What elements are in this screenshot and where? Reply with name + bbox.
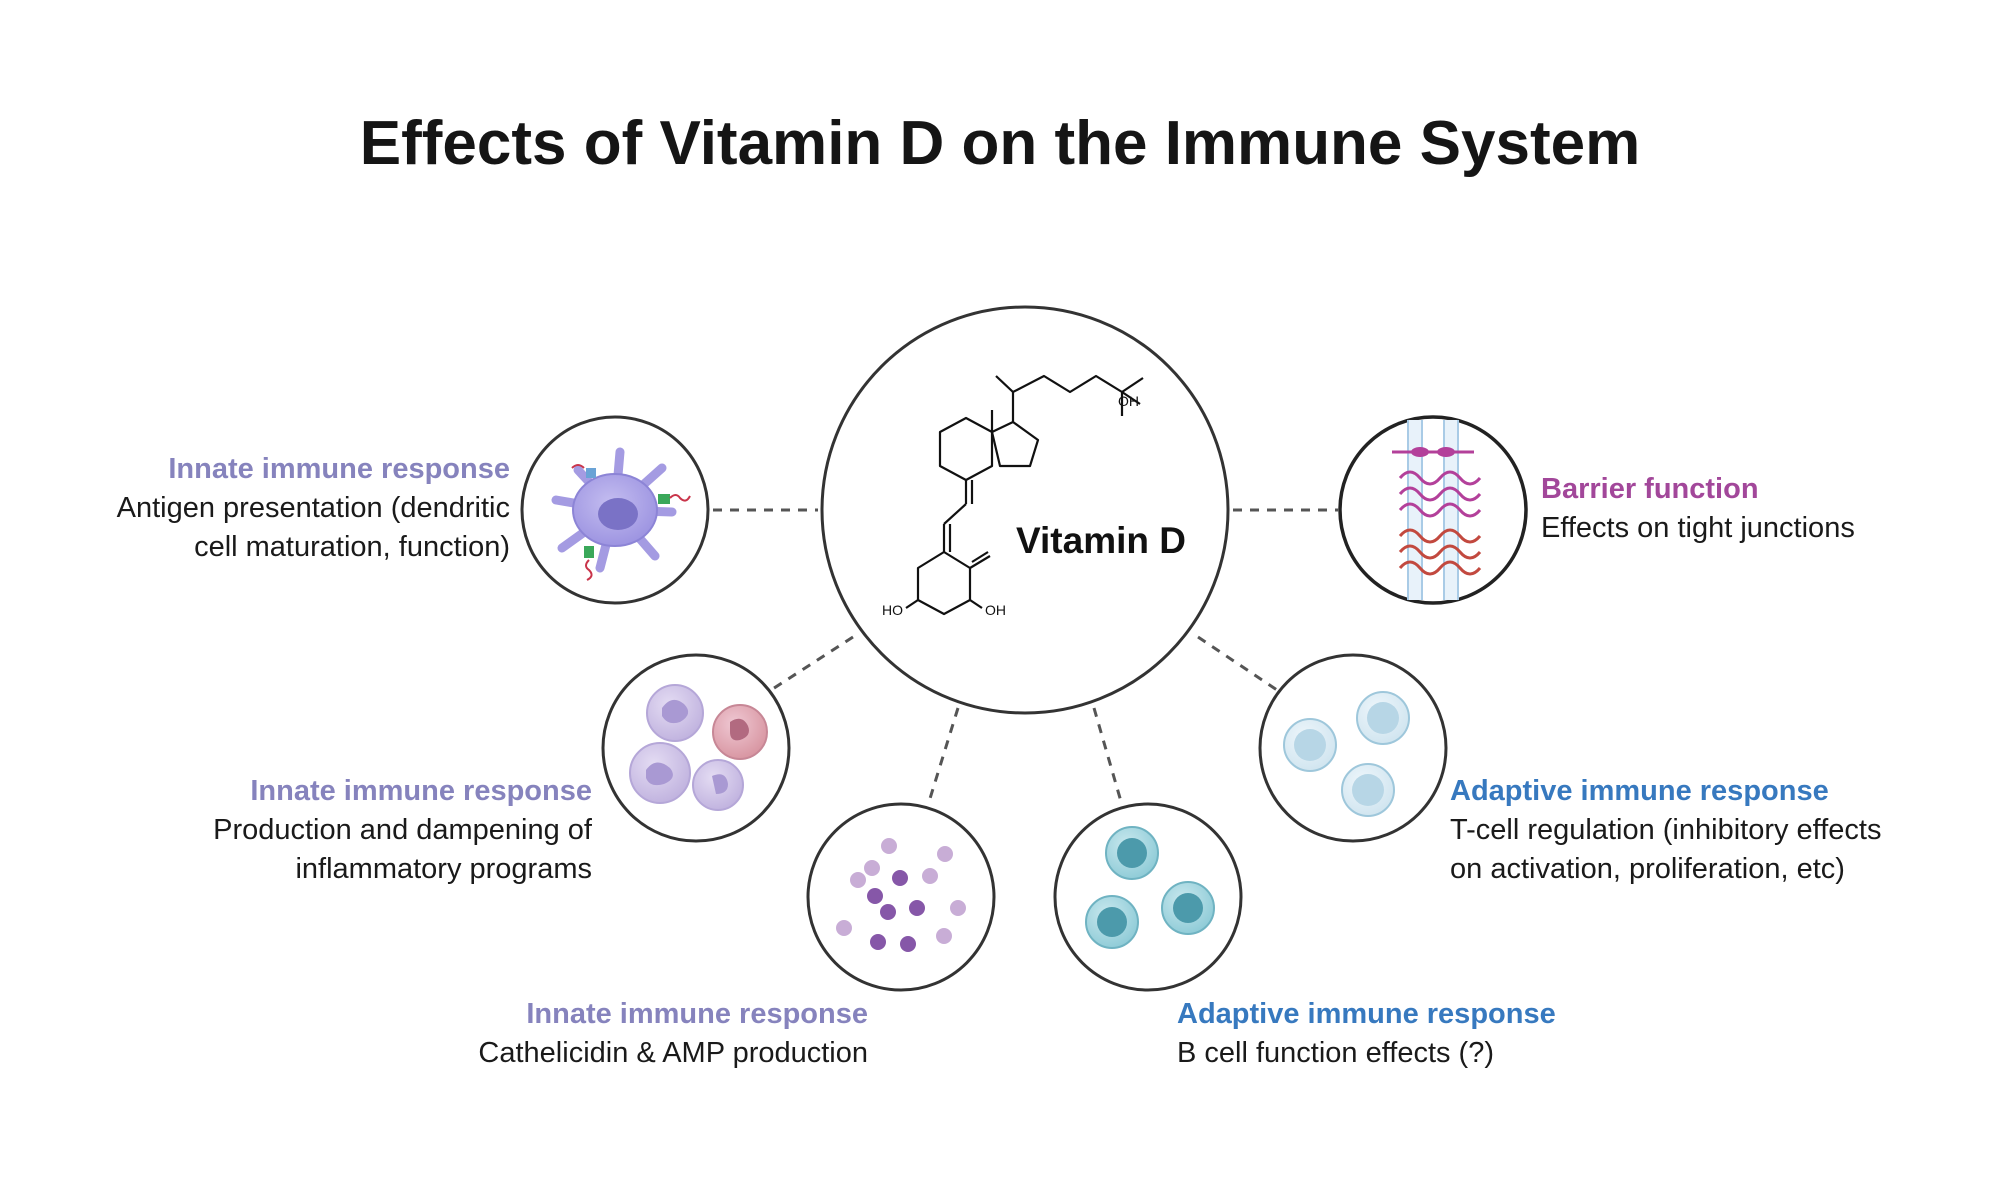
label-tcell: Adaptive immune response T-cell regulati… (1450, 772, 1881, 889)
vitamin-d-structure-icon (905, 374, 1144, 616)
ho-left-label: HO (882, 602, 903, 618)
label-tcell-heading: Adaptive immune response (1450, 775, 1829, 807)
label-barrier: Barrier function Effects on tight juncti… (1541, 470, 1855, 548)
connector-bcell (1092, 707, 1124, 806)
connector-tcell (1197, 635, 1281, 694)
oh-top-label: OH (1118, 393, 1139, 409)
connector-inflammatory (767, 635, 854, 694)
label-inflammatory: Innate immune response Production and da… (213, 772, 592, 889)
vitamin-d-circle (820, 305, 1230, 715)
label-bcell-description: B cell function effects (?) (1177, 1037, 1495, 1069)
label-tcell-description: T-cell regulation (inhibitory effects on… (1450, 814, 1882, 885)
label-cathelicidin-description: Cathelicidin & AMP production (478, 1037, 868, 1069)
label-inflammatory-heading: Innate immune response (250, 775, 592, 807)
label-antigen-description: Antigen presentation (dendritic cell mat… (116, 492, 510, 563)
connector-cathelicidin (926, 707, 960, 806)
label-antigen-heading: Innate immune response (168, 453, 510, 485)
t-cells-icon (1258, 653, 1448, 843)
tight-junction-icon (1338, 415, 1528, 605)
label-bcell-heading: Adaptive immune response (1177, 998, 1556, 1030)
label-cathelicidin: Innate immune response Cathelicidin & AM… (478, 995, 868, 1073)
label-antigen: Innate immune response Antigen presentat… (117, 450, 510, 567)
label-cathelicidin-heading: Innate immune response (526, 998, 868, 1030)
page-title: Effects of Vitamin D on the Immune Syste… (359, 109, 1641, 178)
connector-lines (713, 508, 1338, 806)
granulocytes-icon (601, 653, 791, 843)
vitamin-d-label: Vitamin D (1016, 520, 1186, 561)
label-barrier-description: Effects on tight junctions (1541, 512, 1855, 544)
antimicrobial-peptides-icon (806, 802, 996, 992)
oh-right-label: OH (985, 602, 1006, 618)
label-inflammatory-description: Production and dampening of inflammatory… (213, 814, 592, 885)
label-barrier-heading: Barrier function (1541, 473, 1759, 505)
label-bcell: Adaptive immune response B cell function… (1177, 995, 1556, 1073)
b-cells-icon (1053, 802, 1243, 992)
dendritic-cell-icon (520, 415, 710, 605)
